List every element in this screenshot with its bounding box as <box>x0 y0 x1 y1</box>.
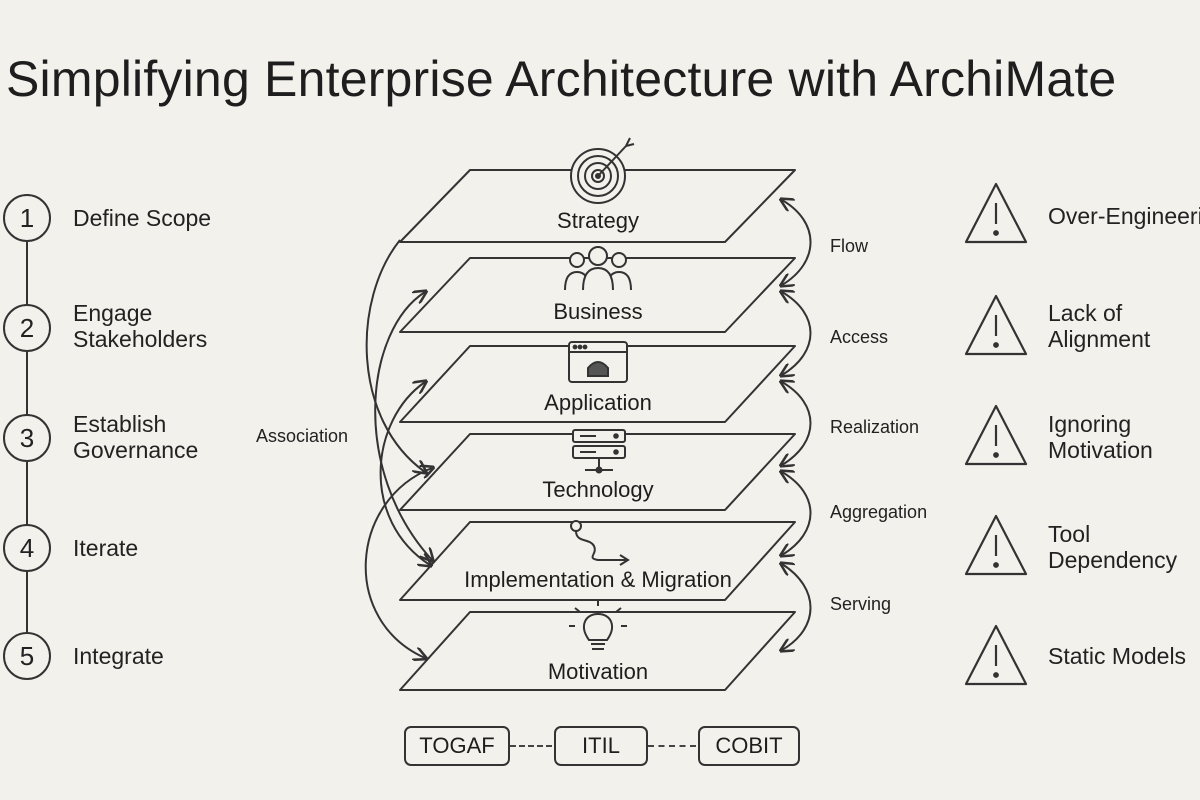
layer-label-strategy: Strategy <box>557 208 639 233</box>
framework-box-togaf: TOGAF <box>404 726 510 766</box>
step-label: Establish Governance <box>73 411 199 463</box>
association-arrow <box>379 382 430 565</box>
aggregation-arrow <box>782 472 812 555</box>
layer-label-technology: Technology <box>542 477 654 502</box>
layer-plane-strategy <box>399 169 796 243</box>
app-window-icon <box>568 341 628 383</box>
layer-label-motivation: Motivation <box>547 659 649 684</box>
relationship-label-access: Access <box>830 327 889 347</box>
association-arrow <box>364 468 432 658</box>
layer-label-implementation: Implementation & Migration <box>464 567 732 592</box>
warning-icon <box>964 404 1028 466</box>
flow-arrow <box>782 200 812 285</box>
realization-arrow <box>782 382 812 465</box>
relationship-label-flow: Flow <box>830 236 869 256</box>
step-number: 4 <box>19 533 35 563</box>
pitfall-label: Static Models <box>1048 643 1187 669</box>
pitfall-label: Tool Dependency <box>1048 521 1178 573</box>
relationship-label-realization: Realization <box>830 417 920 437</box>
step-circle <box>3 524 51 572</box>
steps-graphic <box>3 194 51 680</box>
warning-icon <box>964 514 1028 576</box>
step-number: 2 <box>19 313 35 343</box>
step-label: Integrate <box>73 643 164 669</box>
association-arrow <box>374 292 432 560</box>
layer-plane-motivation <box>399 611 796 691</box>
server-icon <box>572 429 626 474</box>
pitfall-label: Over-Engineering <box>1048 203 1200 229</box>
pitfall-label: Ignoring Motivation <box>1048 411 1153 463</box>
relationship-label-serving: Serving <box>830 594 892 614</box>
step-number: 1 <box>19 203 35 233</box>
framework-connector <box>510 745 552 747</box>
step-circle <box>3 304 51 352</box>
warning-icon <box>964 182 1028 244</box>
warning-icon <box>964 294 1028 356</box>
step-number: 5 <box>19 641 35 671</box>
target-icon <box>570 137 635 204</box>
relationship-label-aggregation: Aggregation <box>830 502 928 522</box>
step-circle <box>3 632 51 680</box>
step-circle <box>3 194 51 242</box>
lightbulb-icon <box>569 600 627 650</box>
relationship-label-association: Association <box>256 426 349 446</box>
serving-arrow <box>782 564 812 650</box>
framework-connector <box>648 745 696 747</box>
step-label: Iterate <box>73 535 139 561</box>
warning-icon <box>964 624 1028 686</box>
framework-box-itil: ITIL <box>554 726 648 766</box>
page-title: Simplifying Enterprise Architecture with… <box>6 51 1117 107</box>
layer-label-business: Business <box>553 299 643 324</box>
step-number: 3 <box>19 423 35 453</box>
framework-box-cobit: COBIT <box>698 726 800 766</box>
step-label: Engage Stakeholders <box>73 300 208 352</box>
step-circle <box>3 414 51 462</box>
path-arrow-icon <box>570 520 630 566</box>
access-arrow <box>782 292 812 375</box>
pitfall-label: Lack of Alignment <box>1048 300 1151 352</box>
association-arrow <box>365 239 425 472</box>
people-icon <box>564 246 632 291</box>
step-label: Define Scope <box>73 205 212 231</box>
layer-label-application: Application <box>544 390 652 415</box>
